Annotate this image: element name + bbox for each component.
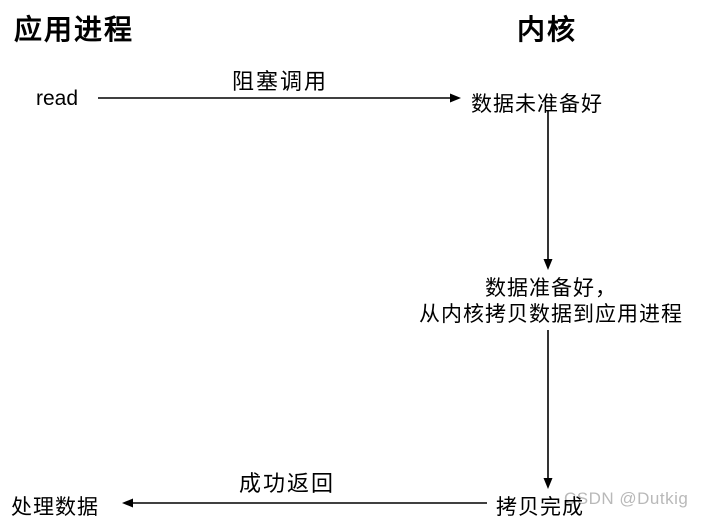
node-data-ready: 数据准备好， 从内核拷贝数据到应用进程 (398, 276, 704, 328)
node-process-data: 处理数据 (11, 496, 99, 519)
edge-label-success-return: 成功返回 (238, 471, 335, 496)
edge-label-blocking-call: 阻塞调用 (231, 69, 328, 94)
column-header-kernel: 内核 (517, 14, 578, 45)
node-data-ready-line2: 从内核拷贝数据到应用进程 (419, 303, 683, 326)
node-data-ready-line1: 数据准备好， (485, 277, 617, 300)
column-header-application-process: 应用进程 (14, 14, 135, 45)
watermark: CSDN @Dutkig (564, 489, 689, 508)
node-copy-done: 拷贝完成 (496, 496, 584, 519)
node-data-not-ready: 数据未准备好 (471, 93, 603, 116)
node-read: read (36, 87, 79, 110)
